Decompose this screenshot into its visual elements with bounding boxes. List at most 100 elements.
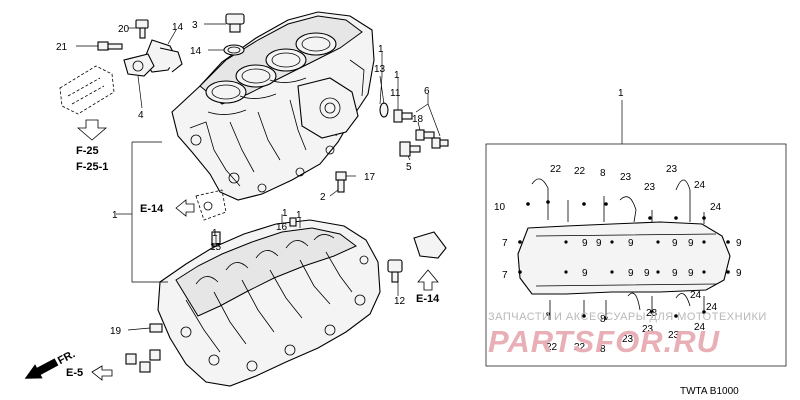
inset-label-9: 9: [582, 268, 588, 279]
inset-label-7: 7: [502, 238, 508, 249]
front-arrow-icon: [24, 358, 59, 379]
front-indicator: FR.: [24, 348, 77, 379]
cylinder-block-upper: [171, 11, 375, 201]
callout-18: 18: [412, 114, 424, 125]
inset-label-23: 23: [622, 334, 634, 345]
ref-f25-1: F-25-1: [76, 161, 108, 173]
watermark-tagline: ЗАПЧАСТИ И АКСЕССУАРЫ ДЛЯ МОТОТЕХНИКИ: [488, 311, 767, 323]
ref-e14-right: E-14: [416, 293, 440, 305]
inset-label-9: 9: [596, 238, 602, 249]
callout-15: 14: [172, 22, 184, 33]
watermark: ЗАПЧАСТИ И АКСЕССУАРЫ ДЛЯ МОТОТЕХНИКИ PA…: [488, 311, 767, 359]
inset-label-7: 7: [502, 270, 508, 281]
callout-14-mid: 16: [276, 222, 288, 233]
knock-sensor-4: [123, 53, 155, 77]
bolt-19: [149, 323, 163, 333]
inset-label-24: 24: [694, 180, 706, 191]
inset-label-23: 23: [620, 172, 632, 183]
ref-e14-top: E-14: [140, 203, 164, 215]
inset-label-9: 9: [688, 238, 694, 249]
inset-label-9: 9: [688, 268, 694, 279]
cylinder-bore-4: [295, 32, 337, 56]
bolt-21: [97, 41, 123, 51]
inset-label-23: 23: [666, 164, 678, 175]
connector-e14-right: [413, 231, 447, 259]
cylinder-bore-3: [265, 48, 307, 72]
inset-label-9: 9: [736, 238, 742, 249]
inset-bolt-dots: [518, 200, 730, 320]
inset-label-22: 22: [574, 342, 586, 353]
inset-frame: [485, 143, 787, 367]
bolt-11: [393, 109, 413, 123]
inset-label-8: 8: [600, 314, 606, 325]
ref-fr: FR.: [56, 348, 77, 367]
callout-1-mid: 1: [212, 228, 218, 239]
inset-label-22: 22: [546, 342, 558, 353]
callout-12: 12: [394, 296, 406, 307]
inset-label-10: 10: [494, 202, 506, 213]
callout-16: 14: [190, 46, 202, 57]
inset-label-9: 9: [672, 238, 678, 249]
parts-e5: [125, 349, 161, 373]
inset-panel: 22 22 8 23 23 23 24 24 10 7 7 9 9 9 9 9 …: [485, 143, 787, 367]
bolt-6: [431, 137, 449, 149]
gasket-outline: [517, 221, 731, 295]
inset-label-23: 23: [668, 330, 680, 341]
inset-label-9: 9: [644, 268, 650, 279]
inset-label-23: 23: [642, 324, 654, 335]
connector-e14-top: [195, 189, 227, 221]
callout-20: 20: [118, 24, 130, 35]
washer-13: [379, 102, 389, 118]
sensor-5: [399, 141, 421, 157]
inset-label-9: 9: [628, 268, 634, 279]
inset-label-9: 9: [736, 268, 742, 279]
arrow-left-icon: [175, 199, 195, 217]
callout-1-top: 1: [378, 44, 384, 55]
ref-e5: E-5: [66, 367, 83, 379]
callout-1-left: 1: [112, 210, 118, 221]
bolt-18: [415, 129, 435, 141]
inset-label-22: 22: [550, 164, 562, 175]
crankcase-lower: [157, 217, 381, 387]
callouts: 20 21 14 3 14 4 1 13 1 11 6 18 5 17 2 1 …: [56, 20, 624, 337]
hose-reference: [59, 65, 115, 115]
arrow-right-icon: [91, 365, 113, 381]
callout-6: 6: [424, 86, 430, 97]
arrow-down-icon: [76, 119, 108, 141]
inset-label-24: 24: [710, 202, 722, 213]
o-ring-16: [223, 44, 245, 56]
callout-14-left: 15: [210, 242, 222, 253]
callout-1-mid2: 1: [282, 208, 288, 219]
leader-lines: [76, 23, 623, 331]
ref-f25: F-25: [76, 145, 99, 157]
callout-5: 5: [406, 162, 412, 173]
inset-label-9: 9: [672, 268, 678, 279]
sensor-12: [387, 259, 403, 283]
callout-21: 21: [56, 42, 68, 53]
inset-label-9: 9: [582, 238, 588, 249]
bolt-20: [135, 19, 149, 39]
cylinder-bore-1: [205, 80, 247, 104]
inset-label-24: 24: [694, 322, 706, 333]
inset-label-22: 22: [574, 166, 586, 177]
inset-label-24: 24: [706, 302, 718, 313]
callout-2: 2: [320, 192, 326, 203]
diagram-code: TWTA B1000: [680, 386, 739, 397]
inset-label-23: 23: [646, 308, 658, 319]
callout-19: 19: [110, 326, 122, 337]
callout-17: 17: [364, 172, 376, 183]
inset-label-9: 9: [628, 238, 634, 249]
callout-13: 13: [374, 64, 386, 75]
callout-1-inset: 1: [618, 88, 624, 99]
inset-label-8: 8: [600, 344, 606, 355]
callout-1-mid3: 1: [296, 210, 302, 221]
cylinder-bore-2: [235, 64, 277, 88]
callout-4: 4: [138, 110, 144, 121]
callout-1-right: 1: [394, 70, 400, 81]
plug-3: [225, 13, 245, 33]
oil-jet-17: [335, 171, 347, 193]
inset-label-24: 24: [690, 290, 702, 301]
inset-label-8: 8: [600, 168, 606, 179]
arrow-up-icon: [417, 269, 439, 291]
